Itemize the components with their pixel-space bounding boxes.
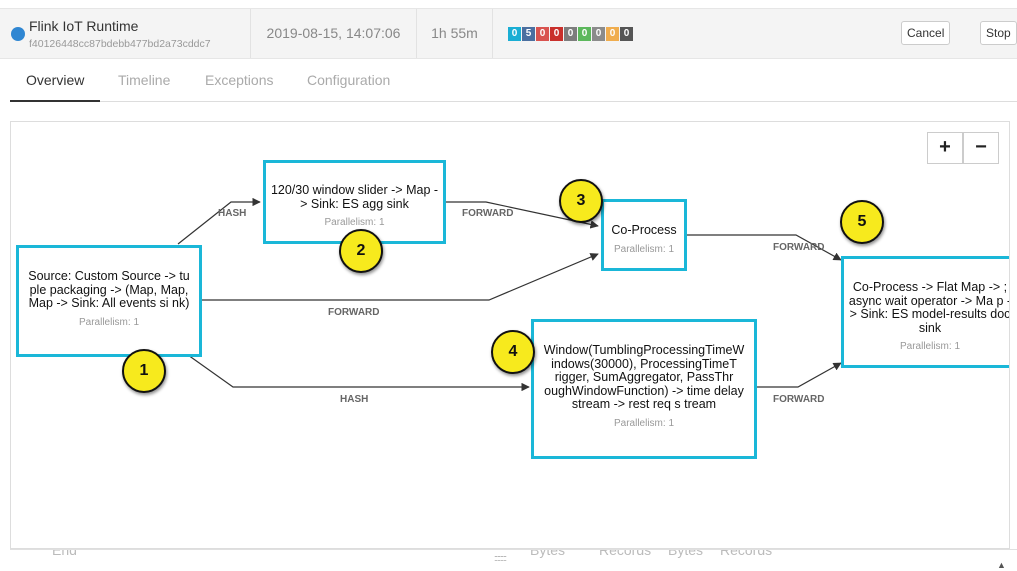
annotation-marker-4: 4: [491, 330, 535, 374]
stop-job-button[interactable]: Stop: [980, 21, 1017, 45]
node-parallelism: Parallelism: 1: [324, 217, 385, 228]
vertex-table-header: :::::::: End Bytes Records Bytes Records…: [10, 549, 1017, 571]
node-parallelism: Parallelism: 1: [613, 417, 675, 429]
job-name: Flink IoT Runtime: [29, 18, 139, 34]
node-title: Co-Process: [611, 223, 677, 237]
annotation-marker-5: 5: [840, 200, 884, 244]
resize-grip-icon[interactable]: ::::::::: [494, 553, 507, 563]
edge-label: FORWARD: [462, 208, 514, 219]
graph-node-window-slider[interactable]: 120/30 window slider -> Map -> Sink: ES …: [263, 160, 446, 244]
scroll-up-icon[interactable]: ▲: [997, 560, 1006, 570]
edge-label: HASH: [218, 208, 247, 219]
column-header-records: Records: [720, 549, 773, 558]
graph-node-co-process[interactable]: Co-Process Parallelism: 1: [601, 199, 687, 271]
edge-n1-n3: [201, 253, 599, 301]
job-id: f40126448cc87bdebb477bd2a73cddc7: [29, 38, 211, 50]
zoom-in-button[interactable]: +: [927, 132, 963, 164]
node-title: 120/30 window slider -> Map -> Sink: ES …: [270, 183, 439, 211]
task-count-badge: 0: [606, 27, 619, 41]
edge-n4-n5: [755, 362, 842, 388]
task-count-badge: 5: [522, 27, 535, 41]
tab-configuration[interactable]: Configuration: [307, 72, 391, 88]
edge-label: FORWARD: [328, 307, 380, 318]
node-parallelism: Parallelism: 1: [613, 243, 675, 255]
column-header-records: Records: [599, 549, 652, 558]
annotation-marker-3: 3: [559, 179, 603, 223]
graph-node-window-tumbling[interactable]: Window(TumblingProcessingTimeW indows(30…: [531, 319, 757, 459]
edge-n3-n5: [687, 234, 842, 261]
job-duration: 1h 55m: [417, 9, 493, 58]
edge-label: FORWARD: [773, 394, 825, 405]
column-header-bytes: Bytes: [668, 549, 704, 558]
task-count-badge: 0: [508, 27, 521, 41]
node-parallelism: Parallelism: 1: [899, 341, 961, 352]
job-info: Flink IoT Runtime f40126448cc87bdebb477b…: [0, 9, 251, 58]
job-tabs: Overview Timeline Exceptions Configurati…: [10, 62, 1017, 102]
graph-node-co-process-flatmap[interactable]: Co-Process -> Flat Map -> ; async wait o…: [841, 256, 1010, 368]
task-count-badge: 0: [564, 27, 577, 41]
tab-exceptions[interactable]: Exceptions: [205, 72, 274, 88]
job-status-icon: [11, 27, 25, 41]
edge-label: HASH: [340, 394, 369, 405]
job-start-time: 2019-08-15, 14:07:06: [251, 9, 417, 58]
task-count-badge: 0: [620, 27, 633, 41]
node-parallelism: Parallelism: 1: [78, 316, 140, 328]
job-graph-canvas[interactable]: HASH FORWARD FORWARD HASH FORWARD FORWAR…: [10, 121, 1010, 549]
task-count-badge: 0: [578, 27, 591, 41]
column-header-end: End: [52, 549, 77, 558]
edge-label: FORWARD: [773, 242, 825, 253]
column-header-bytes: Bytes: [530, 549, 566, 558]
edge-n1-n4: [187, 354, 530, 392]
node-title: Co-Process -> Flat Map -> ; async wait o…: [848, 280, 1010, 335]
annotation-marker-2: 2: [339, 229, 383, 273]
tab-overview[interactable]: Overview: [10, 62, 101, 102]
node-title: Source: Custom Source -> tu ple packagin…: [28, 269, 190, 310]
job-header: Flink IoT Runtime f40126448cc87bdebb477b…: [0, 8, 1017, 59]
node-title: Window(TumblingProcessingTimeW indows(30…: [543, 343, 745, 411]
tab-timeline[interactable]: Timeline: [118, 72, 171, 88]
edge-n2-n3: [445, 201, 599, 229]
graph-node-source[interactable]: Source: Custom Source -> tu ple packagin…: [16, 245, 202, 357]
graph-edges: [177, 197, 842, 392]
edge-n1-n2: [177, 197, 261, 245]
task-count-badge: 0: [536, 27, 549, 41]
task-count-badge: 0: [592, 27, 605, 41]
task-count-badge: 0: [550, 27, 563, 41]
annotation-marker-1: 1: [122, 349, 166, 393]
zoom-out-button[interactable]: −: [963, 132, 999, 164]
cancel-job-button[interactable]: Cancel: [901, 21, 951, 45]
